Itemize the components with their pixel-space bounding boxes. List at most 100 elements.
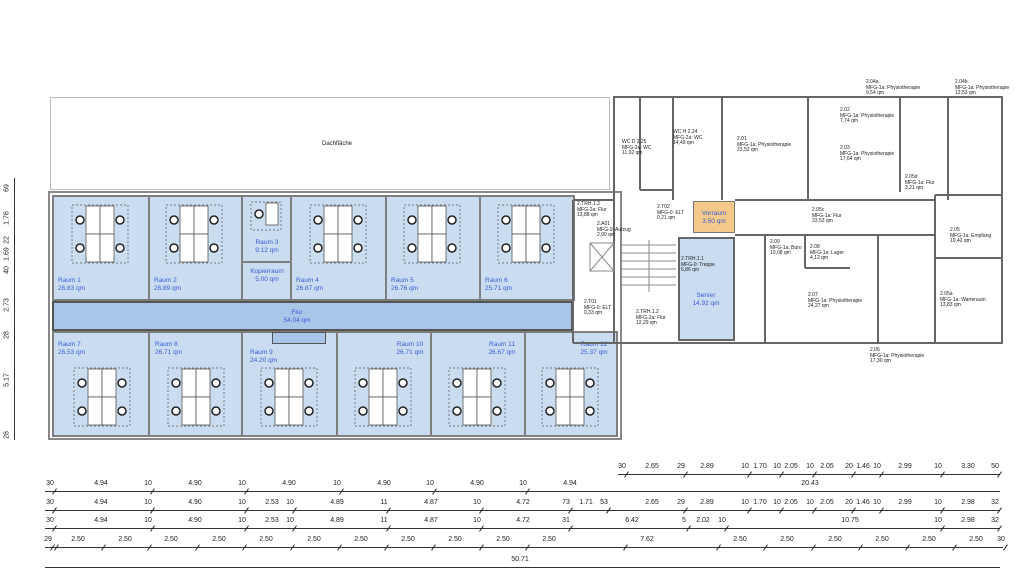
dimension-label: 2.53 <box>265 517 279 524</box>
dimension-label: 2.50 <box>969 536 983 543</box>
dimension-label: 2.50 <box>71 536 85 543</box>
room-area: 14.92 qm <box>692 300 720 307</box>
dimension-label: 10 <box>238 517 246 524</box>
dimension-label: 29 <box>677 463 685 470</box>
room-flur[interactable] <box>52 301 573 331</box>
dimension-label: 30 <box>46 499 54 506</box>
room-use: MFG-2a: Flur <box>577 206 607 213</box>
dimension-label: 2.50 <box>733 536 747 543</box>
dimension-label: 10 <box>873 463 881 470</box>
vertical-dimension-label: 40 <box>3 266 11 274</box>
dimension-label: 10 <box>286 517 294 524</box>
desk-group <box>308 204 368 264</box>
dimension-label: 4.90 <box>377 480 391 487</box>
dimension-label: 10 <box>873 499 881 506</box>
room-name: Raum 4 <box>296 277 319 284</box>
dimension-label: 2.98 <box>961 499 975 506</box>
room-use: MFG-1a: Physiotherapie <box>808 297 863 304</box>
room-use: MFG-1a: Flur <box>812 212 842 219</box>
dimension-label: 10 <box>934 517 942 524</box>
dimension-label: 10 <box>144 517 152 524</box>
room-use: MFG-1a: Flur <box>905 179 935 186</box>
vertical-dimension-label: 28 <box>3 331 11 339</box>
room-use: MFG-2a: WC <box>622 144 652 151</box>
room-server[interactable] <box>678 237 735 341</box>
dimension-label: 73 <box>562 499 570 506</box>
dimension-label: 2.99 <box>898 499 912 506</box>
roof-label: Dachfläche <box>322 141 353 147</box>
dimension-label: 2.50 <box>875 536 889 543</box>
dimension-label: 4.87 <box>424 499 438 506</box>
vertical-dimension-label: 28 <box>3 431 11 439</box>
room-name: Kopierraum <box>250 268 284 275</box>
dimension-label: 2.98 <box>961 517 975 524</box>
room-area: 26.89 qm <box>154 285 182 292</box>
dimension-label: 4.94 <box>94 480 108 487</box>
room-kopierraum[interactable] <box>241 261 292 301</box>
vertical-dimension-label: 69 <box>3 184 11 192</box>
room-area: 26.71 qm <box>396 349 424 356</box>
room-id: 2.02 <box>840 107 850 113</box>
room-name: Raum 5 <box>391 277 414 284</box>
dimension-label: 2.50 <box>164 536 178 543</box>
room-raum-1[interactable] <box>52 195 150 301</box>
room-name: Raum 2 <box>154 277 177 284</box>
room-area: 3,21 qm <box>905 185 924 192</box>
room-id: 2.TRH.1.2 <box>636 309 659 315</box>
room-area: 0,21 qm <box>657 215 676 222</box>
room-use: MFG-1a: Physiotherapie <box>870 352 925 359</box>
dimension-label: 1.71 <box>579 499 593 506</box>
dimension-label: 30 <box>46 517 54 524</box>
room-use: MFG-0: Treppe <box>681 261 715 268</box>
dimension-label: 31 <box>562 517 570 524</box>
room-area: 26.67 qm <box>488 349 516 356</box>
dimension-label: 32 <box>991 517 999 524</box>
dimension-line <box>618 474 1000 475</box>
dimension-label: 2.50 <box>448 536 462 543</box>
dimension-label: 6.42 <box>625 517 639 524</box>
dimension-label: 7.62 <box>640 536 654 543</box>
dimension-label: 4.90 <box>282 480 296 487</box>
dimension-label: 10.75 <box>841 517 859 524</box>
shaft <box>272 332 326 344</box>
dimension-label: 4.90 <box>188 499 202 506</box>
room-id: 2.05c <box>812 207 825 213</box>
room-area: 7,74 qm <box>840 118 859 125</box>
room-name: Raum 3 <box>255 239 279 246</box>
dimension-line <box>45 491 1000 492</box>
room-id: 2.T02 <box>657 204 670 210</box>
room-area: 12,29 qm <box>636 320 657 327</box>
room-area: 23,52 qm <box>737 147 758 154</box>
room-area: 5.00 qm <box>255 276 279 283</box>
room-area: 0,33 qm <box>584 310 603 317</box>
room-use: MFG-1a: Physiotherapie <box>840 112 895 119</box>
dimension-label: 32 <box>991 499 999 506</box>
room-use: MFG-1a: Physiotherapie <box>866 84 921 91</box>
room-name: Raum 6 <box>485 277 508 284</box>
room-area: 14,49 qm <box>673 140 694 147</box>
room-area: 6,86 qm <box>681 267 700 274</box>
dimension-label: 11 <box>380 499 388 506</box>
dimension-label: 4.87 <box>424 517 438 524</box>
room-vorraum[interactable] <box>693 201 735 233</box>
room-use: MFG-1a: Physiotherapie <box>840 150 895 157</box>
desk-group <box>540 367 600 427</box>
room-id: 2.05 <box>950 227 960 233</box>
dimension-label: 2.50 <box>401 536 415 543</box>
dimension-label: 20 <box>845 463 853 470</box>
room-name: Vorraum <box>701 210 727 217</box>
dimension-label: 5 <box>682 517 686 524</box>
